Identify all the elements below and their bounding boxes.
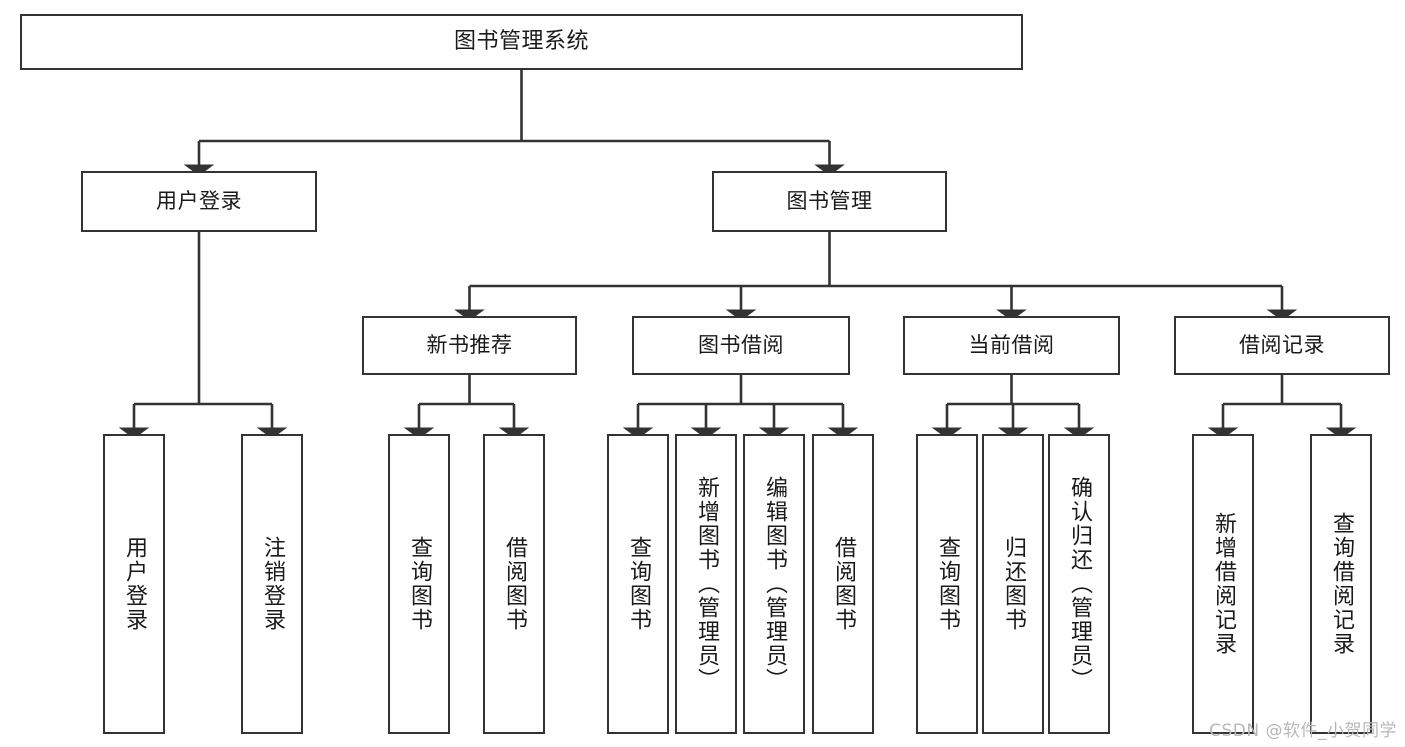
node-leaf6[interactable]: 新增图书（管理员） <box>675 434 737 734</box>
node-label: 新书推荐 <box>426 333 513 358</box>
node-login[interactable]: 用户登录 <box>81 171 317 232</box>
node-label: 用户登录 <box>122 536 147 632</box>
node-label: 借阅图书 <box>502 536 527 632</box>
node-leaf7[interactable]: 编辑图书（管理员） <box>743 434 805 734</box>
node-label: 查询借阅记录 <box>1329 512 1354 656</box>
node-leaf5[interactable]: 查询图书 <box>607 434 669 734</box>
node-label: 当前借阅 <box>968 333 1055 358</box>
node-leaf10[interactable]: 归还图书 <box>982 434 1044 734</box>
node-bookmgmt[interactable]: 图书管理 <box>712 171 947 232</box>
node-leaf11[interactable]: 确认归还（管理员） <box>1048 434 1110 734</box>
node-label: 借阅图书 <box>831 536 856 632</box>
node-label: 注销登录 <box>260 536 285 632</box>
node-label: 确认归还（管理员） <box>1067 476 1092 692</box>
node-leaf13[interactable]: 查询借阅记录 <box>1310 434 1372 734</box>
node-label: 编辑图书（管理员） <box>762 476 787 692</box>
node-label: 借阅记录 <box>1239 333 1325 358</box>
node-label: 用户登录 <box>156 189 242 214</box>
node-current[interactable]: 当前借阅 <box>903 316 1120 375</box>
node-leaf9[interactable]: 查询图书 <box>916 434 978 734</box>
node-leaf1[interactable]: 用户登录 <box>103 434 165 734</box>
watermark: CSDN @软件_小贺同学 <box>1209 721 1397 741</box>
node-leaf3[interactable]: 查询图书 <box>388 434 450 734</box>
node-label: 查询图书 <box>626 536 651 632</box>
node-leaf4[interactable]: 借阅图书 <box>483 434 545 734</box>
node-leaf12[interactable]: 新增借阅记录 <box>1192 434 1254 734</box>
node-leaf2[interactable]: 注销登录 <box>241 434 303 734</box>
node-label: 新增借阅记录 <box>1211 512 1236 656</box>
node-newbook[interactable]: 新书推荐 <box>362 316 577 375</box>
node-root[interactable]: 图书管理系统 <box>20 14 1023 70</box>
node-records[interactable]: 借阅记录 <box>1174 316 1390 375</box>
node-label: 查询图书 <box>407 536 432 632</box>
node-label: 图书管理 <box>786 189 873 214</box>
node-label: 图书借阅 <box>698 333 784 358</box>
node-label: 归还图书 <box>1001 536 1026 632</box>
node-label: 查询图书 <box>935 536 960 632</box>
node-label: 新增图书（管理员） <box>694 476 719 692</box>
node-leaf8[interactable]: 借阅图书 <box>812 434 874 734</box>
node-borrow[interactable]: 图书借阅 <box>632 316 850 375</box>
node-label: 图书管理系统 <box>453 29 589 55</box>
